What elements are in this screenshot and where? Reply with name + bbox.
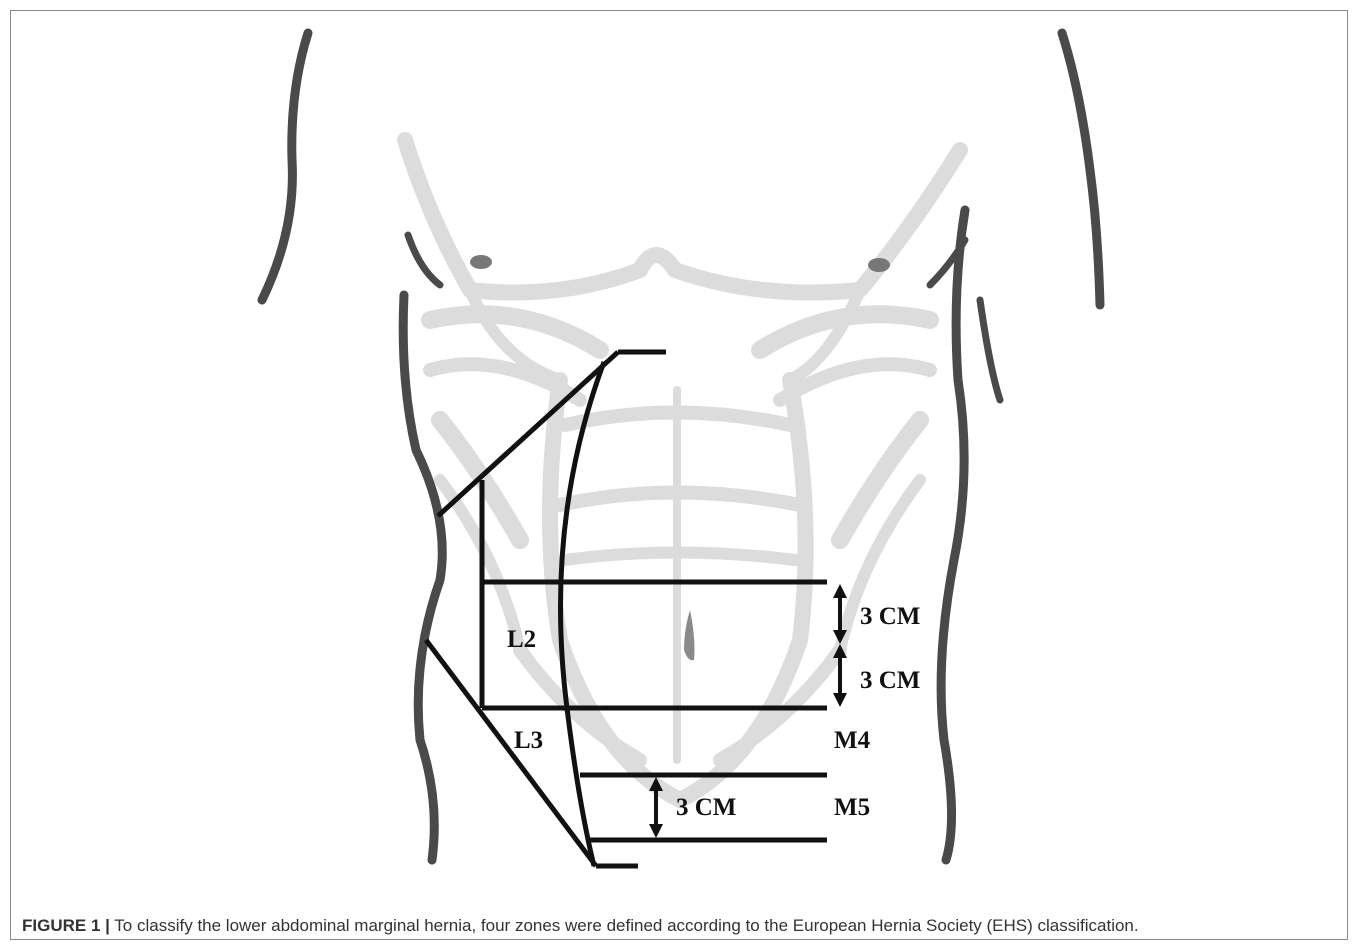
rectus-border-curve bbox=[560, 362, 604, 866]
zone-label-m5: M5 bbox=[834, 794, 870, 821]
zone-label-m4: M4 bbox=[834, 727, 871, 754]
arrow-upper-head-top bbox=[833, 584, 847, 598]
left-nipple bbox=[470, 255, 492, 269]
dimension-label-upper: 3 CM bbox=[860, 603, 920, 630]
left-arm-outline bbox=[262, 33, 308, 300]
dimension-label-middle: 3 CM bbox=[860, 667, 920, 694]
right-torso-outline bbox=[941, 210, 965, 860]
zone-label-l3: L3 bbox=[514, 727, 543, 754]
left-shoulder-outline bbox=[408, 235, 440, 285]
figure-caption: FIGURE 1 | To classify the lower abdomin… bbox=[22, 916, 1342, 936]
dimension-label-lower: 3 CM bbox=[676, 794, 736, 821]
right-nipple bbox=[868, 258, 890, 272]
right-arm-outline bbox=[1062, 33, 1100, 305]
zone-lines bbox=[426, 352, 827, 866]
zone-label-l2: L2 bbox=[507, 626, 536, 653]
left-torso-outline bbox=[403, 295, 442, 860]
navel bbox=[684, 610, 695, 660]
caption-label: FIGURE 1 | bbox=[22, 916, 110, 935]
arrow-lower-head-bottom bbox=[649, 824, 663, 838]
arrow-middle-head-bottom bbox=[833, 693, 847, 707]
right-armpit-outline bbox=[980, 300, 1000, 400]
caption-text: To classify the lower abdominal marginal… bbox=[110, 916, 1139, 935]
